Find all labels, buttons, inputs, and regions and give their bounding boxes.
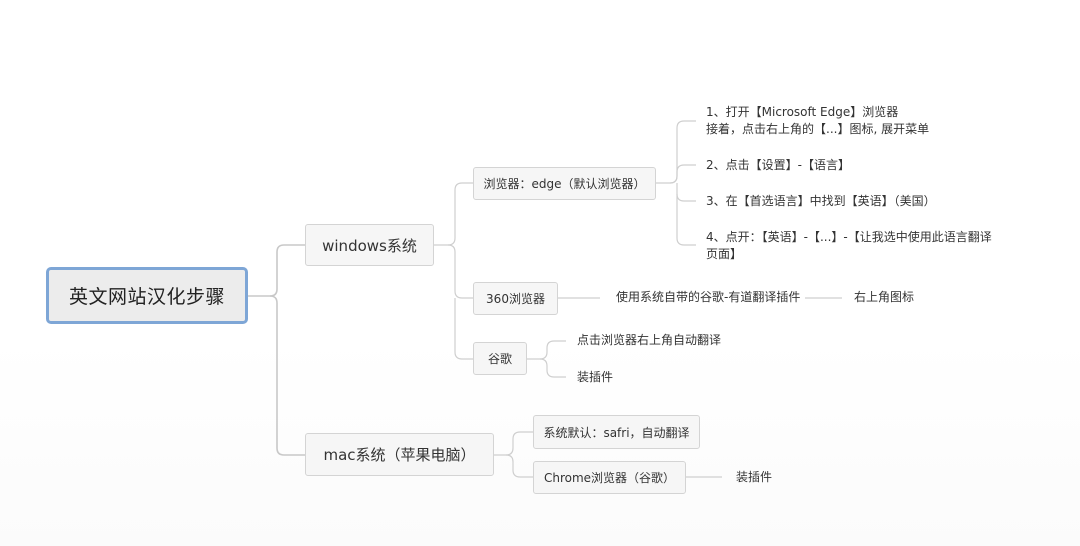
- google-browser-node[interactable]: 谷歌: [473, 342, 527, 375]
- edge-step-2-line-1: 2、点击【设置】-【语言】: [706, 158, 850, 172]
- connector-windows-edge: [434, 182, 473, 246]
- connector-edge-step3: [676, 183, 696, 202]
- edge-step-2[interactable]: 2、点击【设置】-【语言】: [706, 157, 850, 174]
- b360-step[interactable]: 使用系统自带的谷歌-有道翻译插件: [616, 290, 801, 304]
- edge-step-1[interactable]: 1、打开【Microsoft Edge】浏览器 接着，点击右上角的【...】图标…: [706, 104, 929, 138]
- connector-root-windows: [248, 244, 305, 297]
- connector-edge-step1: [656, 120, 696, 184]
- connector-edge-step4: [676, 194, 696, 246]
- connector-root-mac: [269, 295, 305, 456]
- edge-browser-node[interactable]: 浏览器：edge（默认浏览器）: [473, 167, 656, 200]
- edge-step-4-line-1: 4、点开：【英语】-【...】-【让我选中使用此语言翻译: [706, 230, 992, 244]
- mac-default-node[interactable]: 系统默认：safri，自动翻译: [533, 415, 700, 449]
- connector-windows-google: [454, 298, 473, 360]
- connector-google-step1: [527, 340, 566, 360]
- edge-step-1-line-2: 接着，点击右上角的【...】图标, 展开菜单: [706, 122, 930, 136]
- mac-chrome-node[interactable]: Chrome浏览器（谷歌）: [533, 461, 686, 494]
- edge-step-3[interactable]: 3、在【首选语言】中找到【英语】（美国）: [706, 193, 936, 210]
- browser-360-node[interactable]: 360浏览器: [473, 282, 558, 315]
- chrome-step[interactable]: 装插件: [736, 470, 773, 484]
- google-step-2[interactable]: 装插件: [577, 370, 614, 384]
- edge-step-4-line-2: 页面】: [706, 247, 743, 261]
- connector-edge-step2: [669, 164, 696, 184]
- connector-windows-360: [447, 244, 473, 299]
- b360-step-2[interactable]: 右上角图标: [854, 290, 915, 304]
- windows-node[interactable]: windows系统: [305, 224, 434, 266]
- edge-step-1-line-1: 1、打开【Microsoft Edge】浏览器: [706, 105, 899, 119]
- edge-step-4[interactable]: 4、点开：【英语】-【...】-【让我选中使用此语言翻译 页面】: [706, 229, 992, 263]
- google-step-1[interactable]: 点击浏览器右上角自动翻译: [577, 333, 722, 347]
- connector-mac-chrome: [505, 454, 533, 478]
- connector-mac-default: [494, 431, 533, 456]
- mac-node[interactable]: mac系统（苹果电脑）: [305, 433, 494, 476]
- connector-google-step2: [539, 358, 566, 378]
- edge-step-3-line-1: 3、在【首选语言】中找到【英语】（美国）: [706, 194, 936, 208]
- root-node[interactable]: 英文网站汉化步骤: [46, 267, 248, 324]
